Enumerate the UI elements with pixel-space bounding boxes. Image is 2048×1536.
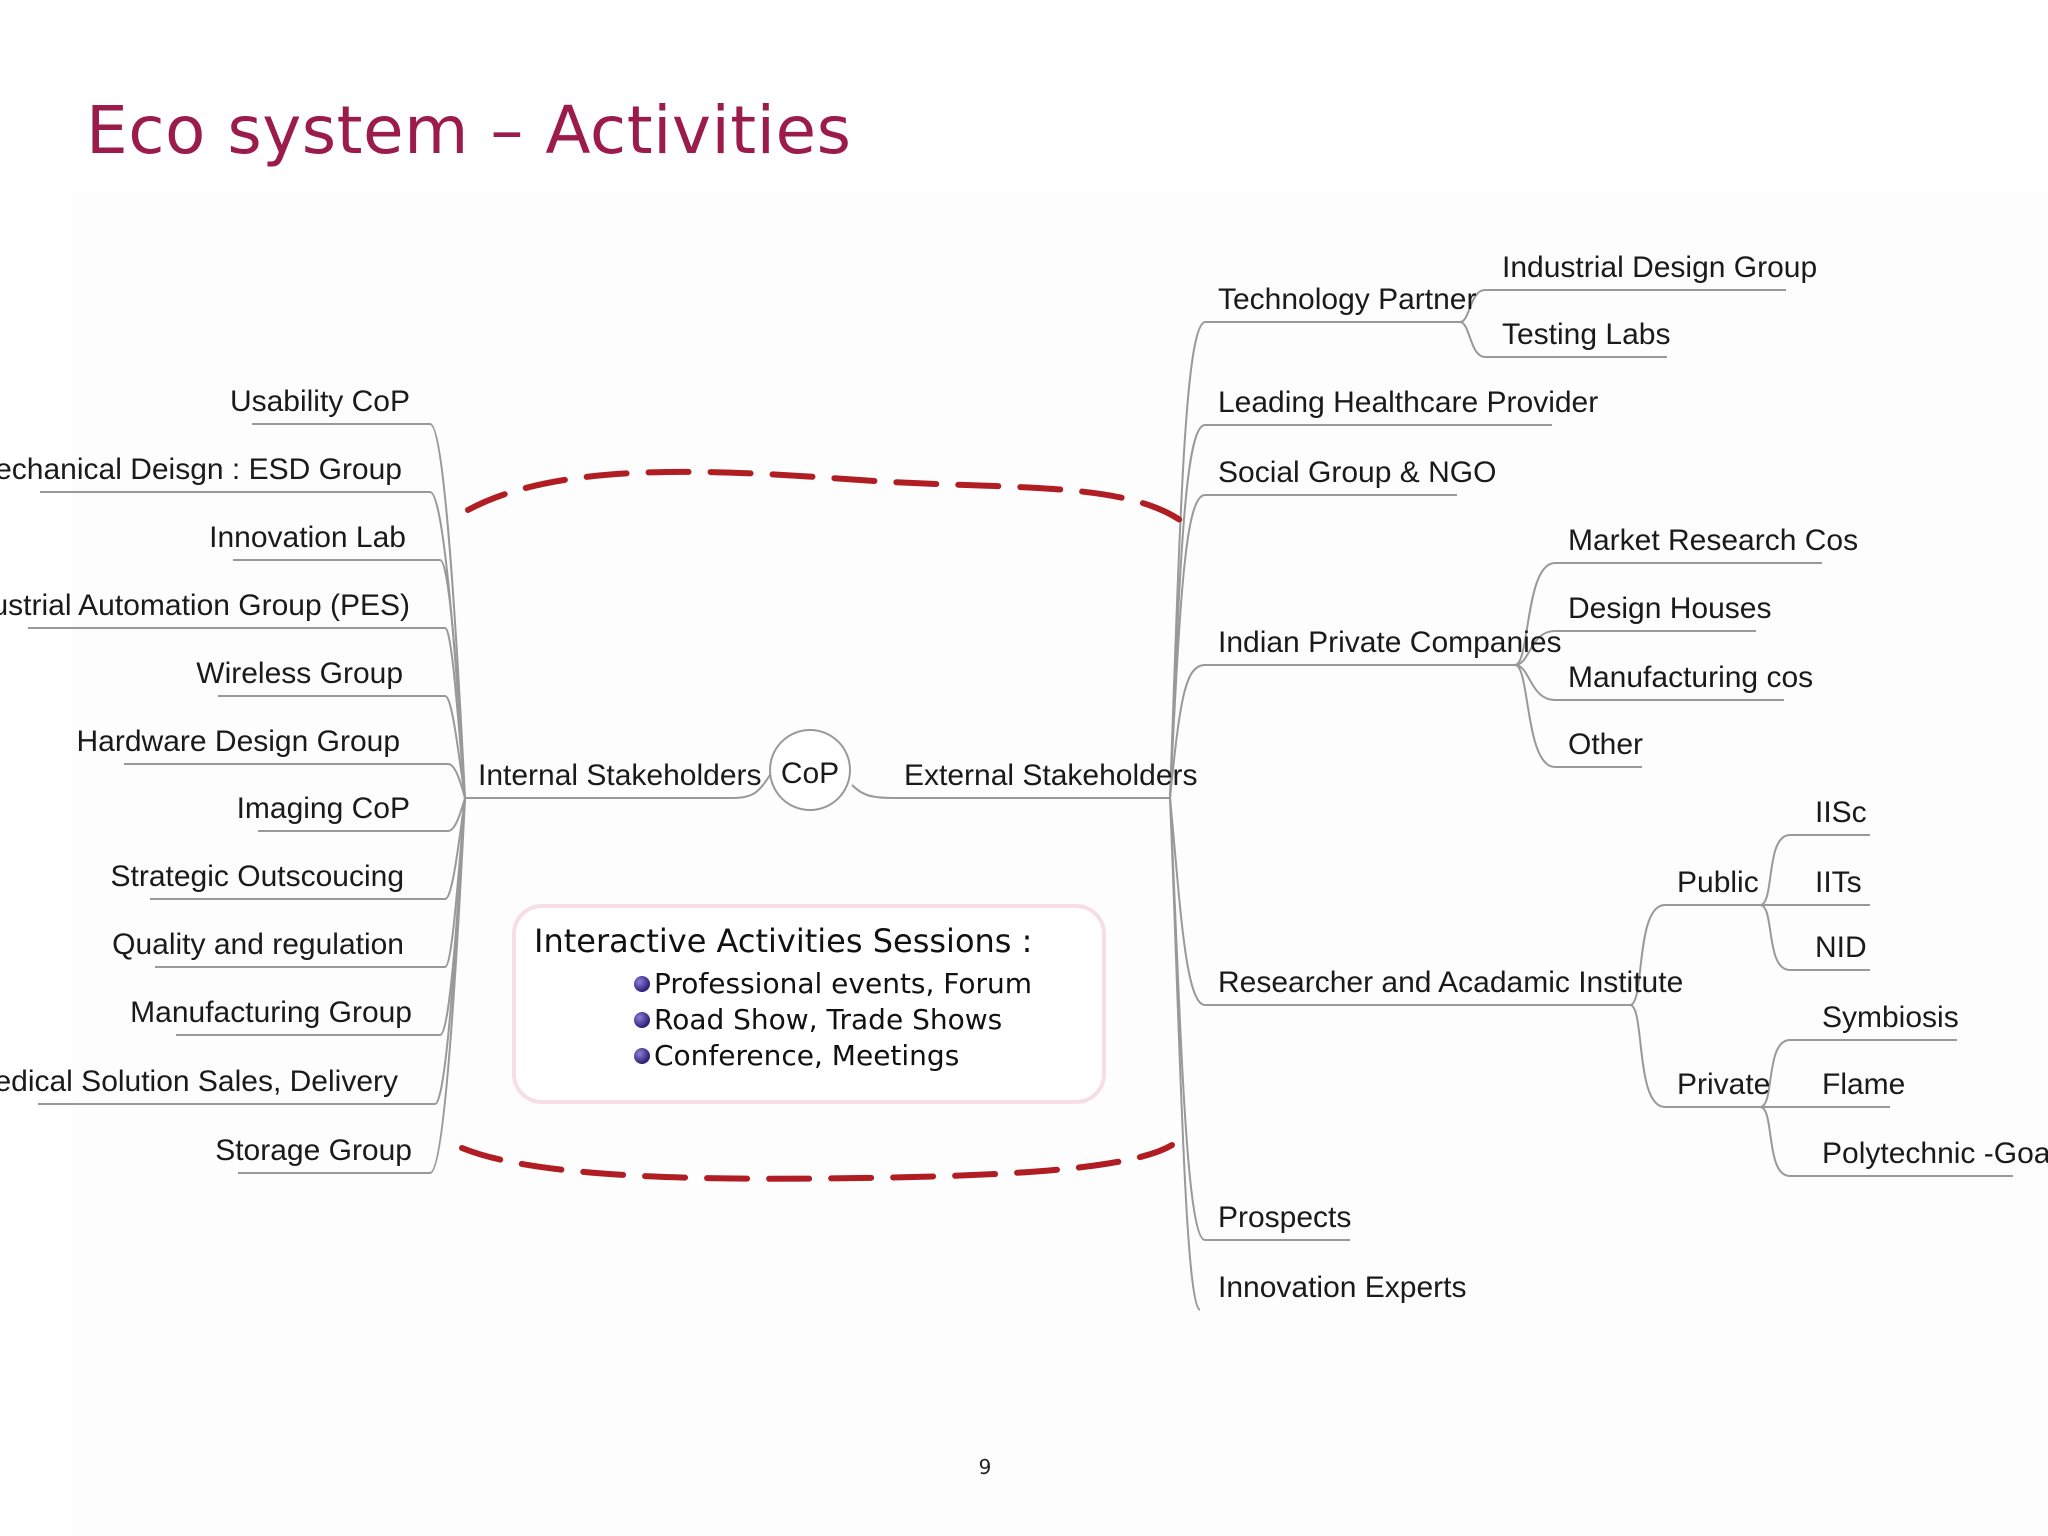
slide-title: Eco system – Activities — [86, 92, 852, 169]
internal-item: Quality and regulation — [112, 928, 404, 961]
activity-label: Professional events, Forum — [654, 967, 1033, 1000]
connector-tech-2 — [1459, 321, 1667, 358]
connector-res-public — [1629, 904, 1760, 1006]
connector-internal-1 — [252, 423, 466, 799]
external-item-innovation-experts: Innovation Experts — [1218, 1271, 1466, 1304]
private-child: Polytechnic -Goa — [1822, 1137, 2048, 1170]
tech-child: Testing Labs — [1502, 318, 1670, 351]
list-item: Conference, Meetings — [634, 1038, 1032, 1074]
connector-ipc-1 — [1514, 562, 1822, 666]
dashed-arc-bottom — [459, 1142, 1175, 1182]
public-child: IISc — [1815, 796, 1867, 829]
connector-private-3 — [1759, 1106, 2013, 1177]
ipc-child: Market Research Cos — [1568, 524, 1858, 557]
bullet-icon — [634, 1048, 650, 1064]
bullet-icon — [634, 976, 650, 992]
connector-internal-6 — [124, 763, 466, 799]
connector-external-3 — [1169, 494, 1457, 799]
activities-box-title: Interactive Activities Sessions : — [534, 922, 1033, 960]
researcher-private-label: Private — [1677, 1068, 1770, 1101]
ipc-child: Other — [1568, 728, 1643, 761]
diagram-background — [72, 192, 2048, 1536]
internal-item: Usability CoP — [230, 385, 410, 418]
connector-center-left — [465, 774, 771, 799]
ipc-child: Design Houses — [1568, 592, 1771, 625]
connector-ipc-4 — [1514, 664, 1642, 768]
connector-internal-4 — [28, 627, 466, 799]
internal-item: Wireless Group — [196, 657, 403, 690]
internal-stakeholders-label: Internal Stakeholders — [478, 759, 762, 792]
center-node-label: CoP — [781, 757, 839, 790]
activities-list: Professional events, Forum Road Show, Tr… — [634, 966, 1032, 1074]
external-item-researcher-institute: Researcher and Acadamic Institute — [1218, 966, 1683, 999]
external-item-technology-partner: Technology Partner — [1218, 283, 1477, 316]
connector-external-6 — [1169, 797, 1350, 1241]
connector-ipc-2 — [1514, 630, 1756, 666]
internal-item: Storage Group — [215, 1134, 412, 1167]
connector-center-right — [851, 784, 1170, 799]
tech-child: Industrial Design Group — [1502, 251, 1817, 284]
external-item-indian-private-companies: Indian Private Companies — [1218, 626, 1562, 659]
internal-item: Imaging CoP — [237, 792, 410, 825]
bullet-icon — [634, 1012, 650, 1028]
external-item-healthcare-provider: Leading Healthcare Provider — [1218, 386, 1598, 419]
list-item: Road Show, Trade Shows — [634, 1002, 1032, 1038]
public-child: NID — [1815, 931, 1867, 964]
activities-box: Interactive Activities Sessions : Profes… — [512, 904, 1106, 1104]
dashed-arc-top — [465, 468, 1183, 523]
external-stakeholders-label: External Stakeholders — [904, 759, 1198, 792]
internal-item: Strategic Outscoucing — [111, 860, 404, 893]
private-child: Flame — [1822, 1068, 1905, 1101]
ipc-child: Manufacturing cos — [1568, 661, 1813, 694]
list-item: Professional events, Forum — [634, 966, 1032, 1002]
center-node — [769, 729, 851, 811]
external-item-prospects: Prospects — [1218, 1201, 1351, 1234]
internal-item: Industrial Automation Group (PES) — [0, 589, 410, 622]
connector-external-5 — [1169, 797, 1630, 1006]
connector-external-7 — [1169, 797, 1201, 1311]
external-item-social-group: Social Group & NGO — [1218, 456, 1496, 489]
activity-label: Conference, Meetings — [654, 1039, 960, 1072]
connector-external-4 — [1169, 664, 1515, 799]
public-child: IITs — [1815, 866, 1862, 899]
researcher-public-label: Public — [1677, 866, 1759, 899]
connector-ipc-3 — [1514, 664, 1784, 701]
internal-item: Hardware Design Group — [77, 725, 400, 758]
private-child: Symbiosis — [1822, 1001, 1959, 1034]
internal-item: Manufacturing Group — [130, 996, 412, 1029]
activity-label: Road Show, Trade Shows — [654, 1003, 1003, 1036]
connector-private-1 — [1759, 1039, 1957, 1108]
internal-item: Innovation Lab — [209, 521, 406, 554]
internal-item: Medical Solution Sales, Delivery — [0, 1065, 398, 1098]
connector-tech-1 — [1459, 289, 1786, 323]
connector-public-1 — [1759, 834, 1870, 906]
connector-internal-5 — [218, 695, 466, 799]
connector-public-3 — [1759, 904, 1870, 971]
internal-item: Mechanical Deisgn : ESD Group — [0, 453, 402, 486]
connector-res-private — [1629, 1004, 1760, 1108]
page-number: 9 — [978, 1455, 992, 1479]
connector-internal-12 — [238, 797, 466, 1174]
